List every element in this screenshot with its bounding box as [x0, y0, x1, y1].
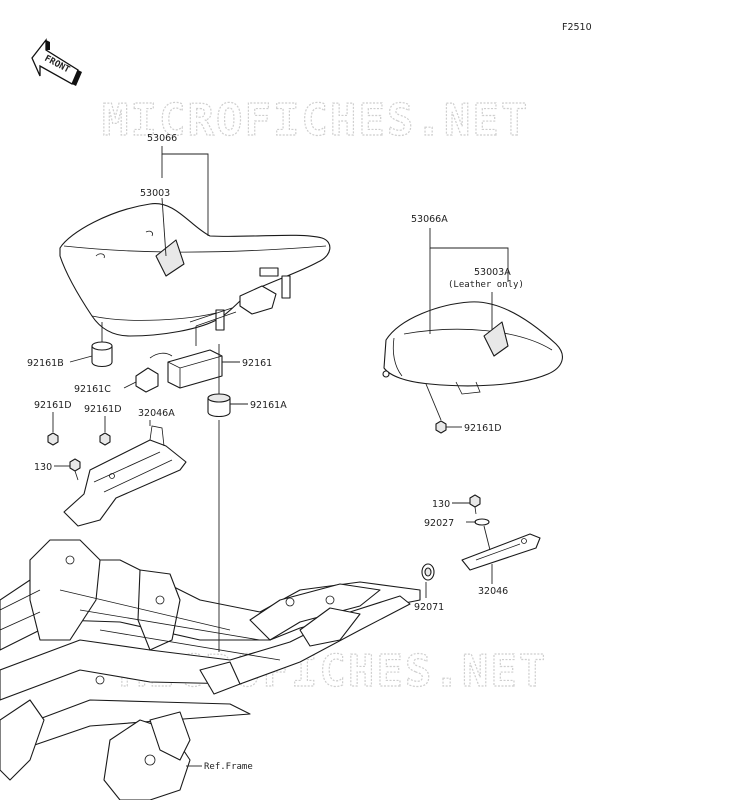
label-130-right: 130	[432, 499, 450, 510]
label-92161B: 92161B	[27, 358, 64, 369]
nut-92161D-left	[47, 432, 59, 446]
label-53003A: 53003A	[474, 267, 511, 278]
rear-seat-53066A	[382, 301, 563, 395]
frame-assembly	[0, 539, 421, 800]
label-92161D-left: 92161D	[34, 400, 72, 411]
bracket-32046A	[63, 425, 187, 527]
label-130-left: 130	[34, 462, 52, 473]
damper-92161C	[135, 352, 173, 393]
label-92071: 92071	[414, 602, 444, 613]
label-92161D-right: 92161D	[464, 423, 502, 434]
watermark-top: MICROFICHES.NET	[102, 95, 529, 146]
bolt-130-right	[469, 494, 481, 515]
nut-92161D-right	[435, 420, 447, 434]
block-92161	[167, 349, 223, 389]
figure-code: F2510	[562, 22, 592, 33]
label-32046: 32046	[478, 586, 508, 597]
label-ref-frame: Ref.Frame	[204, 762, 253, 772]
label-92161: 92161	[242, 358, 272, 369]
label-53003: 53003	[140, 188, 170, 199]
damper-92161A	[207, 393, 231, 418]
leader-lines	[52, 146, 509, 767]
label-92027: 92027	[424, 518, 454, 529]
label-32046A: 32046A	[138, 408, 175, 419]
washer-92027	[474, 518, 490, 526]
label-53066: 53066	[147, 133, 177, 144]
label-92161D-mid: 92161D	[84, 404, 122, 415]
label-92161C: 92161C	[74, 384, 111, 395]
damper-92161B	[91, 341, 113, 368]
bracket-32046	[461, 533, 541, 571]
grommet-92071	[421, 563, 435, 581]
label-53066A: 53066A	[411, 214, 448, 225]
bolt-130-left	[69, 458, 81, 481]
nut-92161D-mid	[99, 432, 111, 446]
front-seat-53066	[59, 203, 331, 337]
label-53003A-note: (Leather only)	[448, 280, 524, 290]
label-92161A: 92161A	[250, 400, 287, 411]
front-arrow-icon: FRONT	[31, 38, 82, 86]
